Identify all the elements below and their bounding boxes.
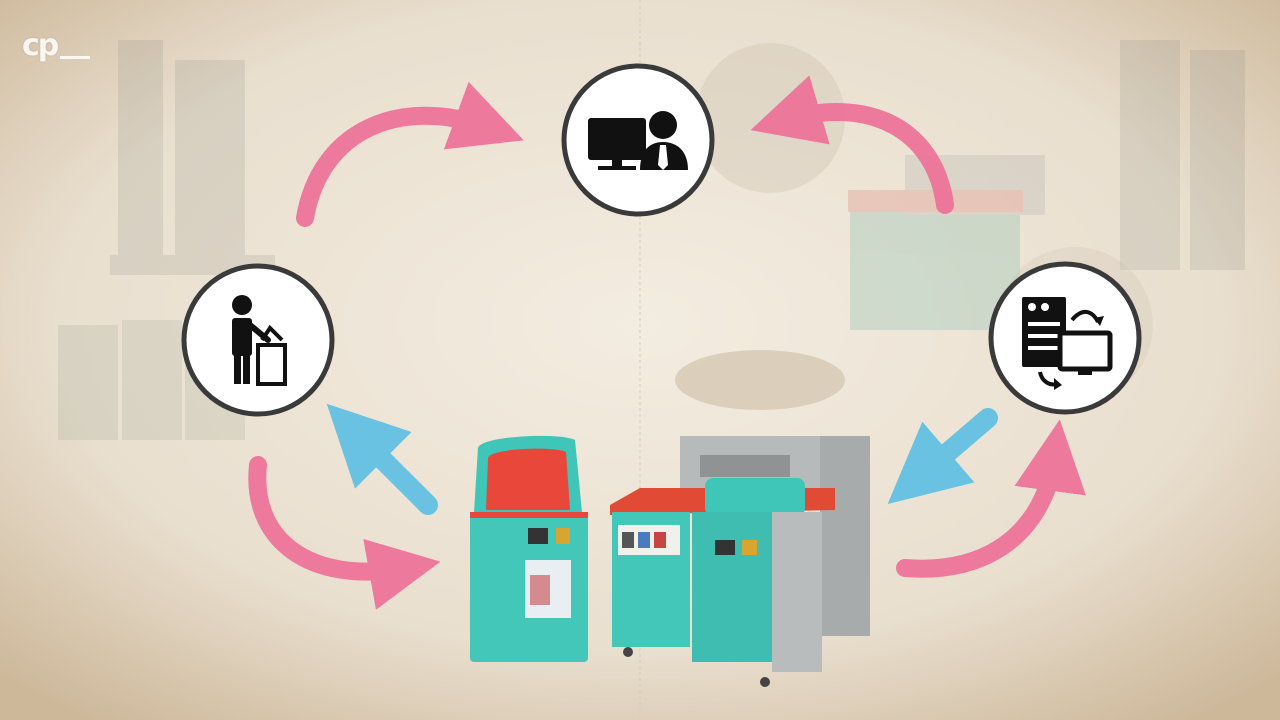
food-waste-bin-machine: [470, 435, 588, 662]
faded-buildings-right: [1120, 40, 1245, 270]
cp-logo-underline: [60, 56, 90, 59]
pink-arrow-bottom-to-right: [896, 419, 1086, 578]
office-worker-computer-icon: [561, 63, 715, 217]
faded-buildings-left: [110, 40, 275, 275]
pink-arrow-right-to-top: [750, 75, 954, 214]
blue-arrow-to-left-icon: [326, 403, 438, 515]
blue-arrow-to-machine: [887, 408, 998, 505]
compost-pile: [675, 350, 845, 410]
server-computer-sync-icon: [988, 261, 1142, 415]
cp-logo: cp: [22, 28, 59, 63]
faded-machine-right: [848, 155, 1045, 330]
person-disposing-waste-icon: [181, 263, 335, 417]
food-waste-processor-machine: [610, 436, 870, 687]
pink-arrow-left-to-bottom: [248, 456, 441, 610]
pink-arrow-left-to-top: [296, 81, 524, 227]
